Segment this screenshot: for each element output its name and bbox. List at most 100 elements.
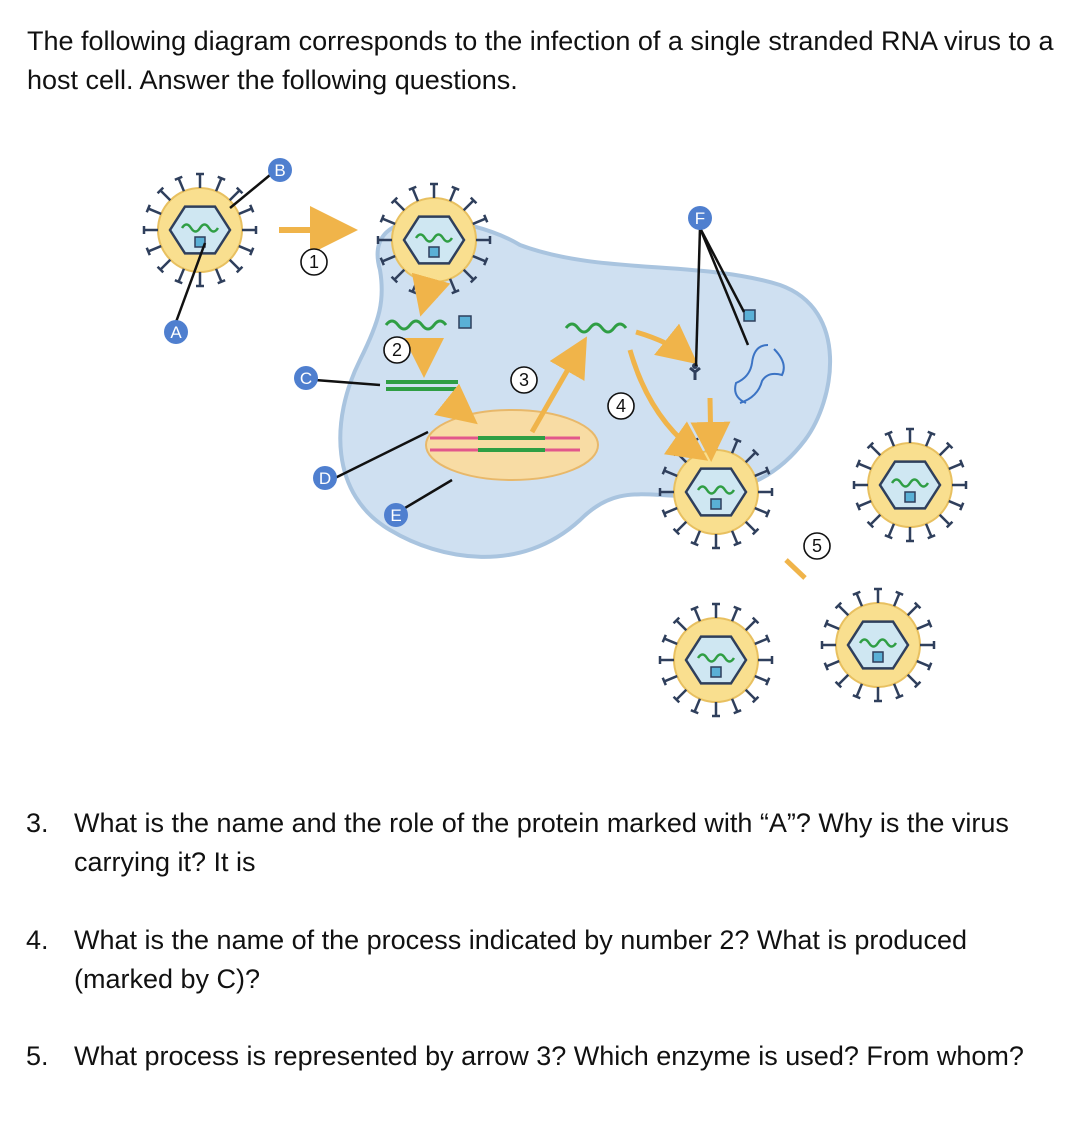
- leader-F-3: [698, 227, 750, 346]
- viral-rna: [414, 233, 454, 243]
- viral-enzyme: [194, 236, 206, 248]
- spike: [381, 254, 396, 263]
- virus-budding: [658, 434, 774, 550]
- question-text: What process is represented by arrow 3? …: [74, 1041, 1024, 1071]
- intro-text: The following diagram corresponds to the…: [27, 26, 1054, 95]
- label-e-circle: [384, 503, 408, 527]
- question-5: 5. What process is represented by arrow …: [26, 1037, 1056, 1076]
- viral-rna: [696, 653, 736, 663]
- leader-F-2: [698, 227, 746, 313]
- leader-B: [229, 174, 271, 209]
- spike: [462, 268, 475, 281]
- spike: [754, 674, 769, 683]
- spike: [754, 637, 769, 646]
- label-e: E: [390, 506, 401, 525]
- question-number: 5.: [26, 1041, 49, 1071]
- spike: [857, 462, 872, 471]
- viral-rna: [696, 485, 736, 495]
- step-3-label: 3: [519, 370, 529, 390]
- virus-released-right: [852, 427, 968, 543]
- virus-entering: [376, 182, 492, 298]
- question-number: 3.: [26, 808, 49, 838]
- spike: [675, 619, 688, 632]
- spike: [147, 207, 162, 216]
- spike: [693, 530, 702, 545]
- spike: [869, 513, 882, 526]
- label-d: D: [319, 469, 331, 488]
- arrow-to-nucleus: [434, 383, 478, 425]
- spike: [214, 268, 223, 283]
- spike: [892, 592, 901, 607]
- spike: [924, 432, 933, 447]
- spike: [472, 254, 487, 263]
- spike: [825, 622, 840, 631]
- question-3: 3. What is the name and the role of the …: [26, 804, 1056, 882]
- new-rna: [564, 322, 628, 334]
- spike: [177, 268, 186, 283]
- spike: [381, 217, 396, 226]
- spike: [393, 199, 406, 212]
- spike: [730, 607, 739, 622]
- viral-enzyme: [710, 498, 722, 510]
- leader-A: [174, 242, 207, 323]
- label-a: A: [170, 323, 182, 342]
- spike: [916, 659, 931, 668]
- spike: [754, 506, 769, 515]
- integrated-provirus: [430, 436, 580, 452]
- spike: [857, 499, 872, 508]
- arrow-step-3: [529, 336, 587, 434]
- spike: [663, 674, 678, 683]
- spike: [892, 683, 901, 698]
- spike: [177, 177, 186, 192]
- label-b-circle: [268, 158, 292, 182]
- label-f: F: [695, 209, 705, 228]
- spike: [159, 258, 172, 271]
- arrow-to-ribosome: [635, 323, 698, 365]
- spike: [159, 189, 172, 202]
- spike: [744, 520, 757, 533]
- spike: [393, 268, 406, 281]
- spike: [948, 499, 963, 508]
- spike: [675, 520, 688, 533]
- step-4-label: 4: [616, 396, 626, 416]
- arrow-proteins-to-assembly: [690, 397, 731, 462]
- spike: [906, 604, 919, 617]
- spike: [238, 207, 253, 216]
- virus-released-bottom-right: [820, 587, 936, 703]
- spike: [730, 530, 739, 545]
- new-polypeptide: [734, 344, 785, 404]
- question-number: 4.: [26, 925, 49, 955]
- leader-E: [404, 478, 453, 510]
- spike: [855, 683, 864, 698]
- question-text: What is the name of the process indicate…: [74, 925, 967, 994]
- spike: [906, 673, 919, 686]
- spike: [887, 523, 896, 538]
- step-3-circle: [510, 366, 538, 394]
- viral-rna: [890, 478, 930, 488]
- spike: [147, 244, 162, 253]
- spike: [411, 187, 420, 202]
- question-text: What is the name and the role of the pro…: [74, 808, 1009, 877]
- spike: [228, 189, 241, 202]
- spike: [837, 673, 850, 686]
- step-5-label: 5: [812, 536, 822, 556]
- arrow-uncoating: [411, 272, 451, 317]
- spike: [837, 604, 850, 617]
- new-capsid-protein: [743, 309, 756, 322]
- spike: [693, 607, 702, 622]
- viral-rna: [858, 638, 898, 648]
- spike: [869, 444, 882, 457]
- leader-F-1: [694, 227, 702, 367]
- spike: [744, 619, 757, 632]
- step-2-circle: [383, 336, 411, 364]
- viral-enzyme: [904, 491, 916, 503]
- spike: [855, 592, 864, 607]
- label-c: C: [300, 369, 312, 388]
- label-d-circle: [313, 466, 337, 490]
- step-4-circle: [607, 392, 635, 420]
- spike: [948, 462, 963, 471]
- spike: [744, 688, 757, 701]
- spike: [916, 622, 931, 631]
- spike: [924, 523, 933, 538]
